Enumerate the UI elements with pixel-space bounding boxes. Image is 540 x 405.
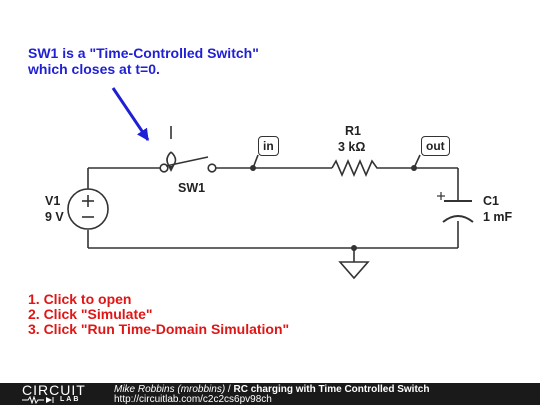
- pointer-arrow-icon: [111, 87, 150, 141]
- wires: [87, 167, 459, 262]
- node-tag-out[interactable]: out: [421, 136, 450, 156]
- logo-wave-icon: [22, 396, 54, 404]
- capacitor-name-label: C1: [483, 194, 499, 208]
- footer-credits: Mike Robbins (mrobbins) / RC charging wi…: [114, 384, 429, 395]
- switch-label: SW1: [178, 181, 206, 195]
- instruction-2: 2. Click "Simulate": [28, 306, 153, 322]
- switch-sw1[interactable]: [159, 126, 217, 173]
- voltage-source-v1[interactable]: [67, 188, 109, 230]
- resistor-value-label: 3 kΩ: [338, 140, 366, 154]
- circuitlab-logo[interactable]: CIRCUIT LAB: [22, 382, 100, 405]
- node-tag-in[interactable]: in: [258, 136, 279, 156]
- footer-bar: CIRCUIT LAB Mike Robbins (mrobbins) / RC…: [0, 382, 540, 405]
- tag-leaders: [252, 154, 421, 169]
- instruction-1: 1. Click to open: [28, 291, 132, 307]
- source-value-label: 9 V: [45, 210, 64, 224]
- resistor-name-label: R1: [345, 124, 361, 138]
- circuit-title[interactable]: RC charging with Time Controlled Switch: [233, 384, 430, 395]
- capacitor-value-label: 1 mF: [483, 210, 513, 224]
- circuit-url[interactable]: http://circuitlab.com/c2c2cs6pv98ch: [114, 394, 272, 405]
- logo-text-top: CIRCUIT: [22, 382, 86, 398]
- junction-dots: [250, 165, 417, 251]
- capacitor-c1[interactable]: [437, 192, 474, 223]
- instructions-list: 1. Click to open 2. Click "Simulate" 3. …: [28, 291, 290, 337]
- footer-separator: /: [225, 384, 234, 395]
- annotation-line-2: which closes at t=0.: [28, 61, 160, 77]
- author-name[interactable]: Mike Robbins (mrobbins): [114, 384, 226, 395]
- instruction-3: 3. Click "Run Time-Domain Simulation": [28, 321, 290, 337]
- logo-text-bottom: LAB: [60, 396, 81, 403]
- ground-icon: [338, 261, 370, 280]
- resistor-r1[interactable]: [331, 158, 380, 178]
- switch-annotation: SW1 is a "Time-Controlled Switch" which …: [28, 45, 259, 77]
- source-name-label: V1: [45, 194, 61, 208]
- annotation-line-1: SW1 is a "Time-Controlled Switch": [28, 45, 259, 61]
